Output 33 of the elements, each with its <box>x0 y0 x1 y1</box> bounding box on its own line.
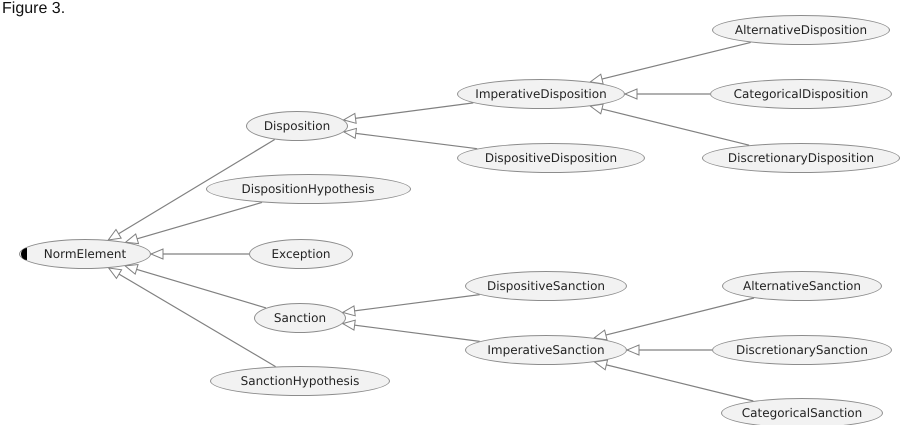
class-name: Sanction <box>274 311 326 325</box>
figure-title: Figure 3. <box>2 0 66 18</box>
inheritance-arrow <box>343 102 474 124</box>
inheritance-arrow <box>343 128 478 150</box>
inheritance-arrow <box>590 104 750 146</box>
class-name: NormElement <box>44 247 126 261</box>
inheritance-arrow <box>590 42 751 84</box>
inheritance-arrow <box>594 297 754 340</box>
inheritance-arrow <box>624 88 710 100</box>
class-name: Disposition <box>264 119 330 133</box>
class-ellipse <box>246 111 348 141</box>
inheritance-arrow <box>108 267 276 368</box>
inheritance-arrow <box>342 320 480 342</box>
class-name: CategoricalDisposition <box>734 87 868 101</box>
inheritance-arrow <box>108 138 276 241</box>
class-name: ImperativeDisposition <box>475 87 607 101</box>
class-name: DiscretionaryDisposition <box>728 151 874 165</box>
inheritance-arrow <box>124 264 266 308</box>
inheritance-arrow <box>342 294 480 316</box>
inheritance-arrow <box>594 360 754 402</box>
class-ellipse <box>254 303 346 333</box>
class-name: SanctionHypothesis <box>240 374 360 388</box>
class-name: ImperativeSanction <box>487 343 605 357</box>
class-name: DiscretionarySanction <box>736 343 868 357</box>
class-name: DispositionHypothesis <box>242 182 374 196</box>
class-name: Exception <box>271 247 331 261</box>
inheritance-arrow <box>626 344 712 356</box>
class-name: DispositiveDisposition <box>484 151 618 165</box>
class-name: CategoricalSanction <box>742 406 862 420</box>
class-name: DispositiveSanction <box>486 279 606 293</box>
inheritance-arrow <box>150 248 249 260</box>
class-name: AlternativeSanction <box>743 279 861 293</box>
class-name: AlternativeDisposition <box>734 23 868 37</box>
